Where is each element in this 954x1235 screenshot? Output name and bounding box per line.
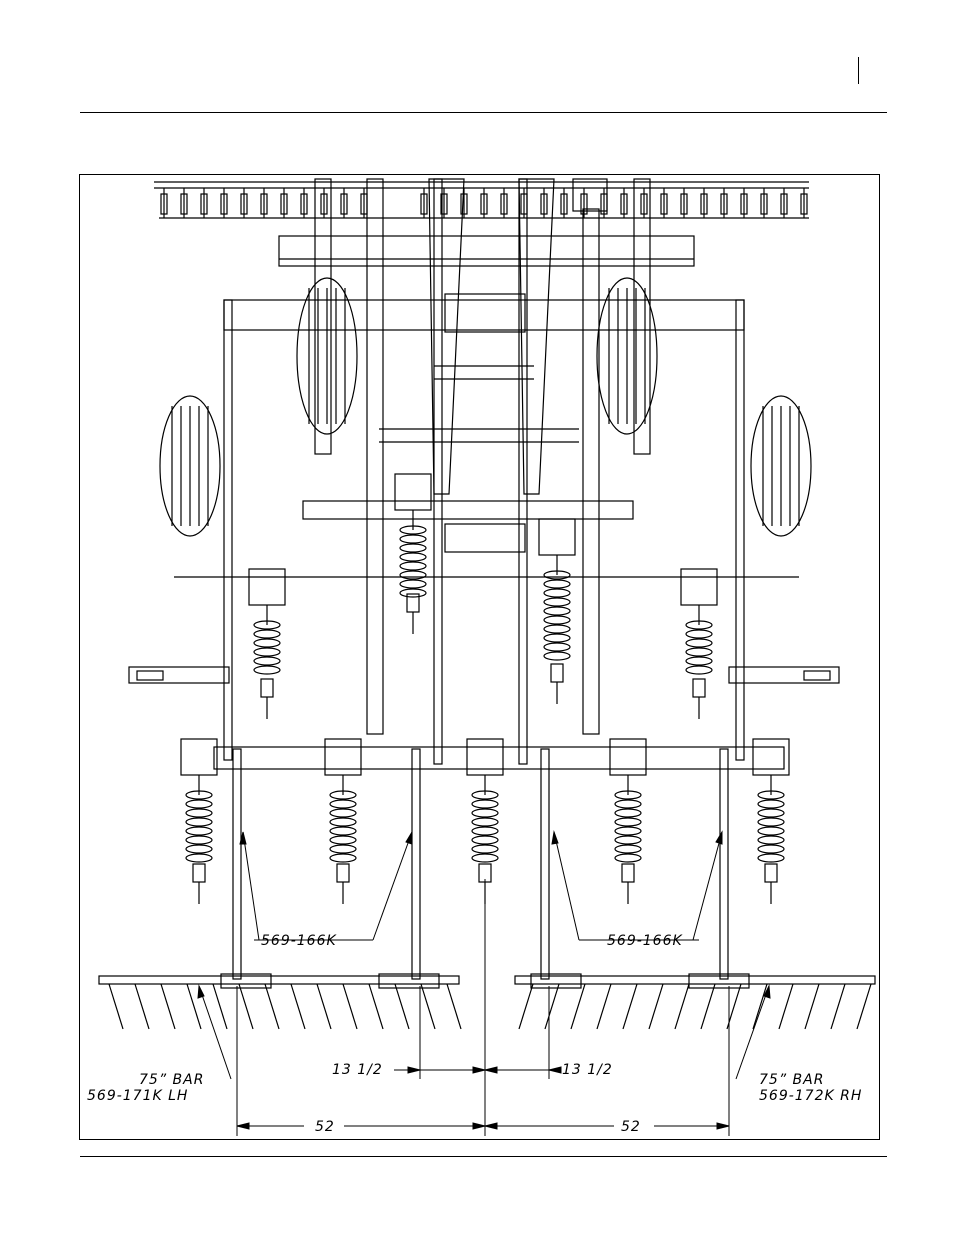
header-rule [80, 112, 887, 113]
part-label-right: 569-166K [607, 933, 683, 949]
bar-label-right-line1: 75” BAR [759, 1072, 824, 1088]
dim-label-left-large: 52 [315, 1119, 335, 1135]
part-label-left: 569-166K [261, 933, 337, 949]
bar-label-right-line2: 569-172K RH [759, 1088, 862, 1104]
top-roller-row [154, 182, 809, 218]
main-frame [174, 179, 799, 764]
bar-label-left-line1: 75” BAR [139, 1072, 204, 1088]
wheels [160, 278, 811, 536]
toolbar [214, 747, 784, 769]
implement-assembly-diagram: 569-166K 569-166K 75” BAR 569-171K LH 75… [79, 174, 880, 1140]
dim-label-left-small: 13 1/2 [332, 1062, 383, 1078]
footer-rule [80, 1156, 887, 1157]
bar-label-left-line2: 569-171K LH [87, 1088, 188, 1104]
side-arms [129, 667, 839, 683]
header-marker-line [858, 57, 859, 84]
dim-label-right-large: 52 [621, 1119, 641, 1135]
dim-label-right-small: 13 1/2 [562, 1062, 613, 1078]
tine-bars [99, 976, 875, 1029]
shanks [181, 474, 789, 904]
